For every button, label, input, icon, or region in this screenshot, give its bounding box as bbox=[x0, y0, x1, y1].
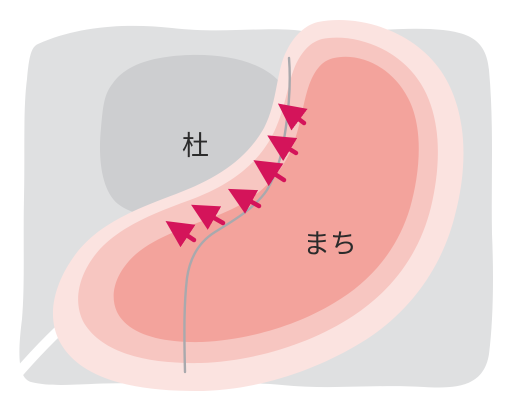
town-label: まち bbox=[303, 229, 357, 260]
arrow-4 bbox=[227, 188, 262, 214]
arrow-6 bbox=[165, 221, 197, 248]
town-expansion-arrows bbox=[165, 103, 308, 248]
arrow-3 bbox=[253, 160, 287, 187]
arrow-2 bbox=[267, 135, 299, 162]
arrow-1 bbox=[277, 103, 308, 131]
arrow-5 bbox=[191, 204, 226, 230]
town-core bbox=[113, 56, 419, 343]
forest-label: 杜 bbox=[182, 131, 209, 162]
